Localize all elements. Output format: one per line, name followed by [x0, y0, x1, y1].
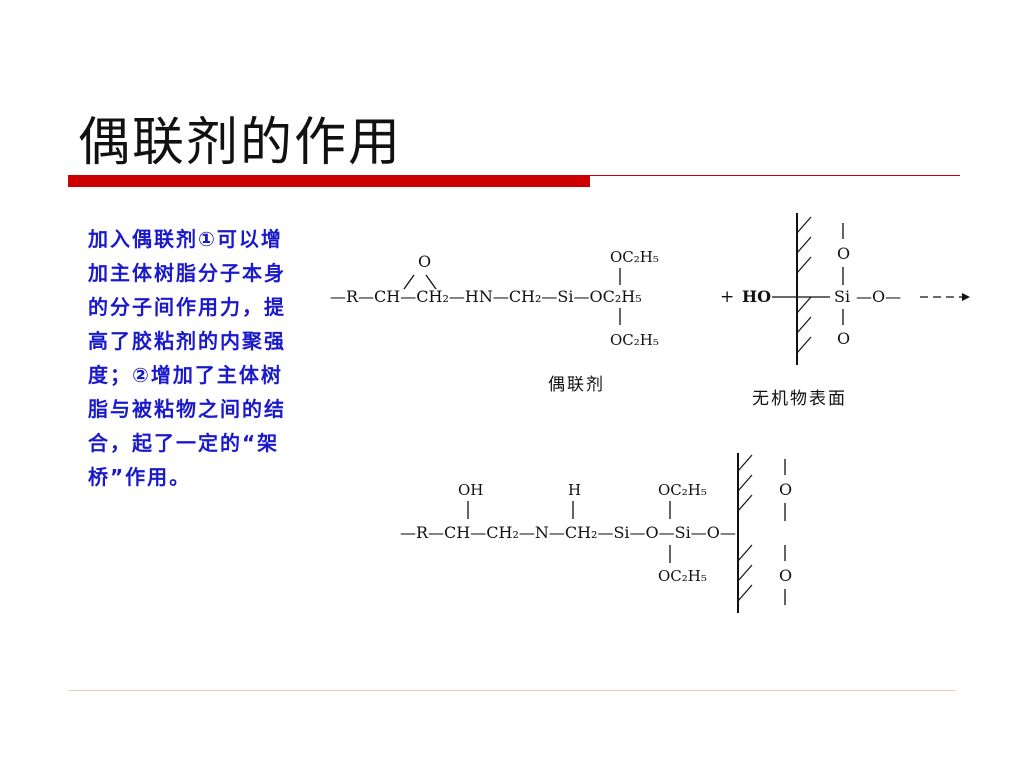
caption-inorganic-surface: 无机物表面: [752, 389, 847, 409]
r1-chain-oet: —OC₂H₅: [574, 287, 642, 306]
r2-chain-ch2b: —CH₂—: [549, 523, 614, 542]
title-underline-bar: [68, 175, 590, 187]
r2-chain-ch2a: —CH₂—: [470, 523, 535, 542]
r2-chain-ch: CH: [444, 523, 470, 542]
r2-surface-o-top: O: [779, 480, 792, 499]
r2-lower-oet: OC₂H₅: [658, 567, 707, 585]
title-underline-thin: [590, 175, 960, 176]
r2-chain-si1: Si: [613, 523, 629, 542]
svg-text:—R—CH—CH₂—HN—CH₂—Si—OC₂H₅: —R—CH—CH₂—HN—CH₂—Si—OC₂H₅: [330, 287, 642, 306]
r1-plus: +: [720, 287, 734, 307]
footer-divider: [68, 690, 956, 691]
svg-text:—R—CH—CH₂—N—CH₂—Si—O—Si—O—: —R—CH—CH₂—N—CH₂—Si—O—Si—O—: [400, 523, 736, 542]
r1-lower-oet: OC₂H₅: [610, 331, 659, 349]
r1-chain-si: Si: [557, 287, 573, 306]
r2-chain-o: —O—: [630, 523, 675, 542]
caption-coupling-agent: 偶联剂: [548, 375, 605, 395]
r1-chain-mid: —CH₂—HN—CH₂—: [400, 287, 557, 306]
r1-ho: HO: [742, 287, 771, 306]
r2-upper-oet: OC₂H₅: [658, 481, 707, 499]
r1-chain-ch: CH: [374, 287, 400, 306]
reaction-diagram: O —R—CH—CH₂—HN—CH₂—Si—OC₂H₅ OC₂H₅ OC₂H₅ …: [330, 205, 980, 625]
r1-surface-o-right: —O—: [856, 287, 901, 306]
r1-surface-o-bottom: O: [837, 329, 850, 348]
slide-title: 偶联剂的作用: [78, 113, 403, 173]
r2-surface-o-bottom: O: [779, 566, 792, 585]
surface1-hatching: [796, 216, 812, 354]
r2-chain-si2: Si: [675, 523, 691, 542]
r2-chain-r: —R—: [400, 523, 444, 542]
r2-chain-end: —O—: [691, 523, 736, 542]
r1-upper-oet: OC₂H₅: [610, 248, 659, 266]
r1-surface-si: Si: [834, 287, 850, 306]
r2-oh: OH: [458, 481, 483, 499]
r1-epoxide-o: O: [418, 252, 431, 271]
reaction-diagram-svg: O —R—CH—CH₂—HN—CH₂—Si—OC₂H₅ OC₂H₅ OC₂H₅ …: [330, 213, 970, 613]
r2-h: H: [568, 481, 581, 499]
surface2-hatching: [737, 454, 753, 602]
r2-chain-n: N: [535, 523, 549, 542]
r1-chain-r: —R—: [330, 287, 374, 306]
body-text: 加入偶联剂①可以增加主体树脂分子本身的分子间作用力，提高了胶粘剂的内聚强度；②增…: [88, 227, 286, 489]
r1-surface-o-top: O: [837, 244, 850, 263]
